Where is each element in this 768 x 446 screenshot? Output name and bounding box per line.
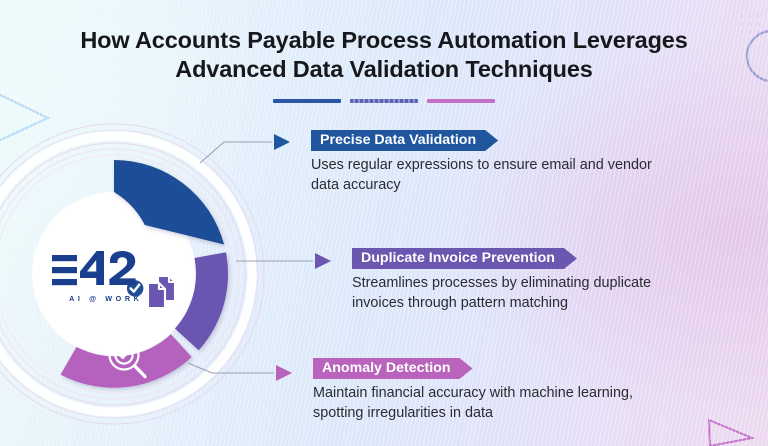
duplicate-documents-icon xyxy=(146,274,177,310)
title-block: How Accounts Payable Process Automation … xyxy=(0,26,768,84)
logo-tagline: AI @ WORK xyxy=(69,294,143,303)
item-duplicate-invoice-prevention: Duplicate Invoice Prevention Streamlines… xyxy=(352,248,651,313)
brand-logo: AI @ WORK xyxy=(36,244,172,310)
donut-diagram xyxy=(0,118,270,430)
divider-bar-2 xyxy=(350,99,418,103)
decorative-rings xyxy=(0,123,265,425)
donut-center-disc xyxy=(32,192,196,356)
item-description-2: Streamlines processes by eliminating dup… xyxy=(352,273,651,313)
item-heading-ribbon-2: Duplicate Invoice Prevention xyxy=(352,248,577,269)
donut-segment-precise-data-validation[interactable] xyxy=(114,160,225,245)
page-title-line-2: Advanced Data Validation Techniques xyxy=(175,56,593,82)
connector-arrow-1 xyxy=(274,134,290,150)
title-divider xyxy=(0,99,768,103)
divider-bar-1 xyxy=(273,99,341,103)
page-title: How Accounts Payable Process Automation … xyxy=(0,26,768,84)
connector-arrow-3 xyxy=(276,365,292,381)
item-description-3-line-1: Maintain financial accuracy with machine… xyxy=(313,385,633,401)
donut-segment-anomaly-detection[interactable] xyxy=(60,334,192,388)
item-description-1: Uses regular expressions to ensure email… xyxy=(311,155,652,195)
magnifier-check-icon xyxy=(108,339,147,379)
donut-segment-duplicate-invoice-prevention[interactable] xyxy=(174,252,228,351)
logo-wordmark-e42 xyxy=(52,251,136,286)
item-description-2-line-2: invoices through pattern matching xyxy=(352,295,568,311)
connector-line-3 xyxy=(187,362,274,374)
item-description-2-line-1: Streamlines processes by eliminating dup… xyxy=(352,275,652,291)
page-title-line-1: How Accounts Payable Process Automation … xyxy=(80,27,688,53)
item-heading-ribbon-1: Precise Data Validation xyxy=(311,130,498,151)
item-heading-ribbon-3: Anomaly Detection xyxy=(313,358,473,379)
connector-line-1 xyxy=(199,141,272,164)
item-description-3: Maintain financial accuracy with machine… xyxy=(313,383,633,423)
divider-bar-3 xyxy=(427,99,495,103)
item-precise-data-validation: Precise Data Validation Uses regular exp… xyxy=(311,130,652,195)
connector-arrow-2 xyxy=(315,253,331,269)
item-description-3-line-2: spotting irregularities in data xyxy=(313,405,493,421)
item-description-1-line-2: data accuracy xyxy=(311,177,401,193)
item-anomaly-detection: Anomaly Detection Maintain financial acc… xyxy=(313,358,633,423)
item-description-1-line-1: Uses regular expressions to ensure email… xyxy=(311,157,652,173)
